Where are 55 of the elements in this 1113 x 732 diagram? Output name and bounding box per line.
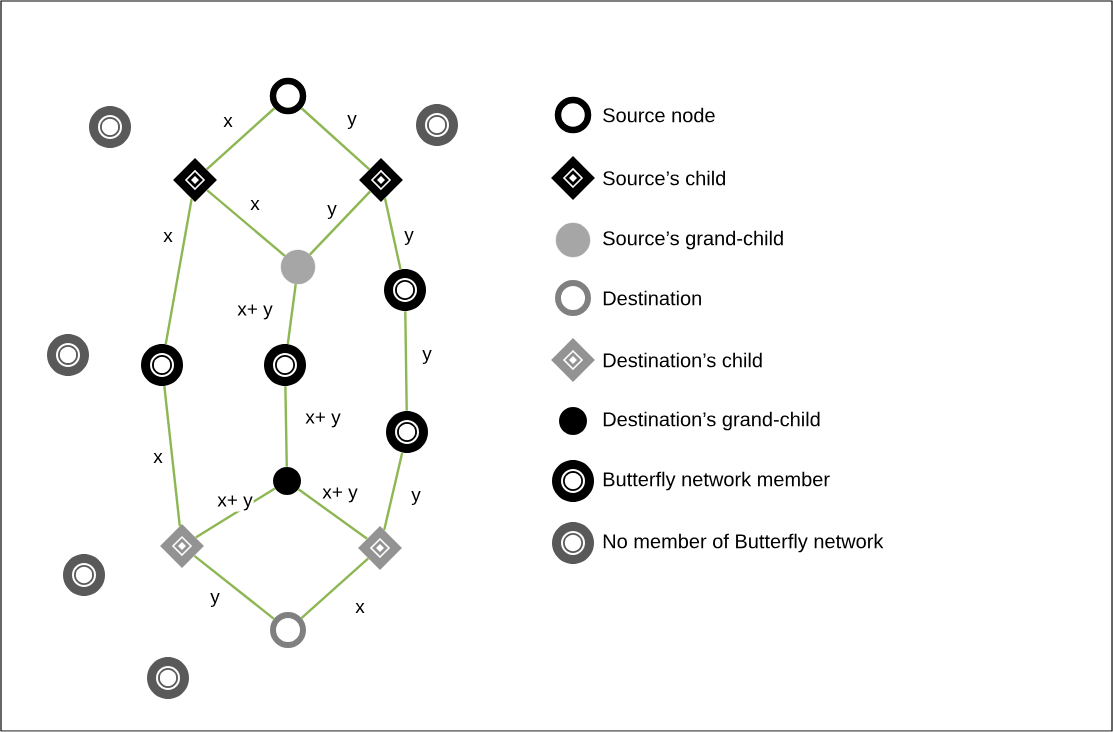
edge-line bbox=[383, 452, 404, 531]
legend-text: No member of Butterfly network bbox=[603, 533, 884, 553]
member-ring bbox=[264, 344, 306, 386]
destination-ring bbox=[270, 612, 306, 648]
edge-line bbox=[297, 488, 368, 540]
edge-label: x+ y bbox=[304, 411, 342, 429]
edge-line bbox=[286, 283, 297, 345]
grandchild-circle bbox=[280, 249, 316, 285]
legend-text: Source node bbox=[603, 107, 715, 123]
edge-label: x bbox=[222, 116, 234, 128]
edge-line bbox=[300, 107, 371, 171]
edge-line bbox=[205, 107, 276, 171]
edge-line bbox=[164, 198, 193, 345]
edge-label: y bbox=[326, 204, 338, 220]
non-member-ring bbox=[89, 106, 131, 148]
edge-label: y bbox=[346, 114, 358, 130]
edge-line bbox=[195, 487, 276, 539]
edge-line bbox=[300, 557, 370, 619]
legend-text: Source’s grand-child bbox=[603, 230, 783, 250]
legend-text: Destination’s grand-child bbox=[603, 411, 820, 431]
edge-label: y bbox=[421, 349, 433, 365]
legend-text: Source’s child bbox=[603, 170, 725, 186]
legend-text: Butterfly network member bbox=[603, 471, 830, 491]
edge-line bbox=[309, 190, 372, 256]
edge-line bbox=[383, 197, 402, 270]
legend-text: Destination’s child bbox=[603, 352, 762, 368]
edge-label: y bbox=[403, 230, 415, 246]
edge-line bbox=[206, 189, 286, 257]
edge-label: x+ y bbox=[321, 486, 359, 504]
edge-line bbox=[193, 554, 275, 620]
edge-label: x bbox=[354, 602, 366, 615]
non-member-ring bbox=[63, 554, 105, 596]
destination-child-diamond bbox=[358, 526, 402, 570]
non-member-ring bbox=[47, 334, 89, 376]
source-child-diamond bbox=[359, 158, 403, 202]
edge-label: x+ y bbox=[216, 494, 254, 512]
edge-label: y bbox=[209, 592, 221, 608]
member-ring bbox=[141, 344, 183, 386]
member-ring bbox=[384, 269, 426, 311]
non-member-ring bbox=[416, 104, 458, 146]
edge-line bbox=[284, 386, 288, 467]
edge-label: x bbox=[249, 199, 261, 212]
edge-label: x bbox=[162, 231, 174, 244]
source-ring bbox=[269, 77, 307, 115]
edge-line bbox=[163, 385, 181, 527]
edge-label: y bbox=[410, 490, 422, 506]
edge-label: x+ y bbox=[236, 303, 274, 321]
edge-label: x bbox=[152, 452, 164, 465]
legend-text: Destination bbox=[603, 290, 701, 306]
member-ring bbox=[386, 411, 428, 453]
edge-line bbox=[404, 311, 408, 411]
grandchild-dot bbox=[273, 467, 301, 495]
destination-child-diamond bbox=[160, 524, 204, 568]
non-member-ring bbox=[147, 657, 189, 699]
source-child-diamond bbox=[173, 158, 217, 202]
